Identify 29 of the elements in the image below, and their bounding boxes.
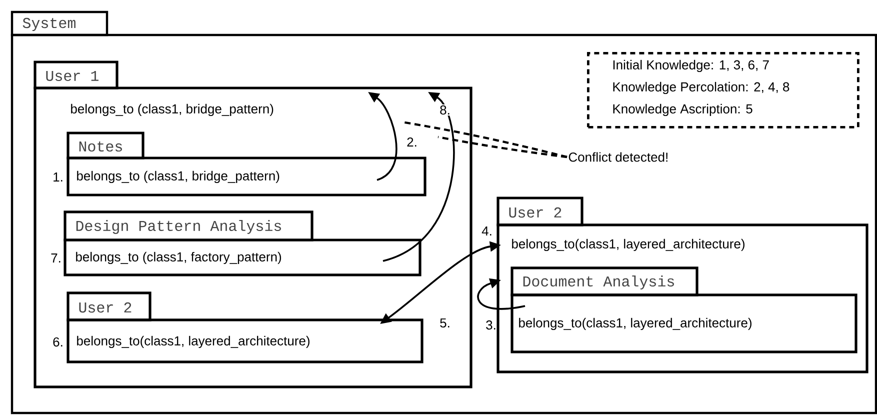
package-tab: User 1 (34, 60, 118, 90)
edge-label: 8. (438, 104, 452, 116)
curved-arrow (382, 92, 455, 262)
legend-box: Initial Knowledge: 1, 3, 6, 7 Knowledge Percolation: 2, 4, 8 Knowledge Ascription: 5 (587, 52, 860, 128)
leader-line (402, 120, 568, 158)
curved-arrow (477, 278, 526, 310)
step-number: 4. (482, 226, 492, 236)
package-tab: User 2 (66, 292, 152, 322)
fact-text: belongs_to(class1, layered_architecture) (77, 336, 310, 348)
package-tab: Notes (66, 132, 144, 160)
fact-text: belongs_to(class1, layered_architecture) (519, 318, 752, 330)
fact-text: belongs_to (class1, factory_pattern) (76, 252, 282, 264)
package-tab: User 2 (496, 196, 584, 226)
fact-text: belongs_to (class1, bridge_pattern) (71, 104, 274, 116)
package-tab: Design Pattern Analysis (64, 210, 314, 242)
edge-label: 2. (406, 136, 418, 148)
edge-label: 5. (438, 317, 452, 329)
package-frame (34, 60, 472, 388)
package-frame (10, 10, 877, 414)
fact-text: belongs_to (class1, bridge_pattern) (77, 170, 280, 184)
leader-line (438, 136, 568, 158)
package-tab: Document Analysis (510, 266, 698, 296)
step-number: 6. (52, 337, 64, 347)
note-text: Conflict detected! (568, 152, 668, 162)
fact-text: belongs_to(class1, layered_architecture) (512, 238, 744, 252)
package-tab: System (10, 10, 108, 36)
step-number: 1. (52, 172, 64, 182)
step-number: 7. (50, 254, 62, 262)
step-number: 3. (486, 320, 496, 330)
